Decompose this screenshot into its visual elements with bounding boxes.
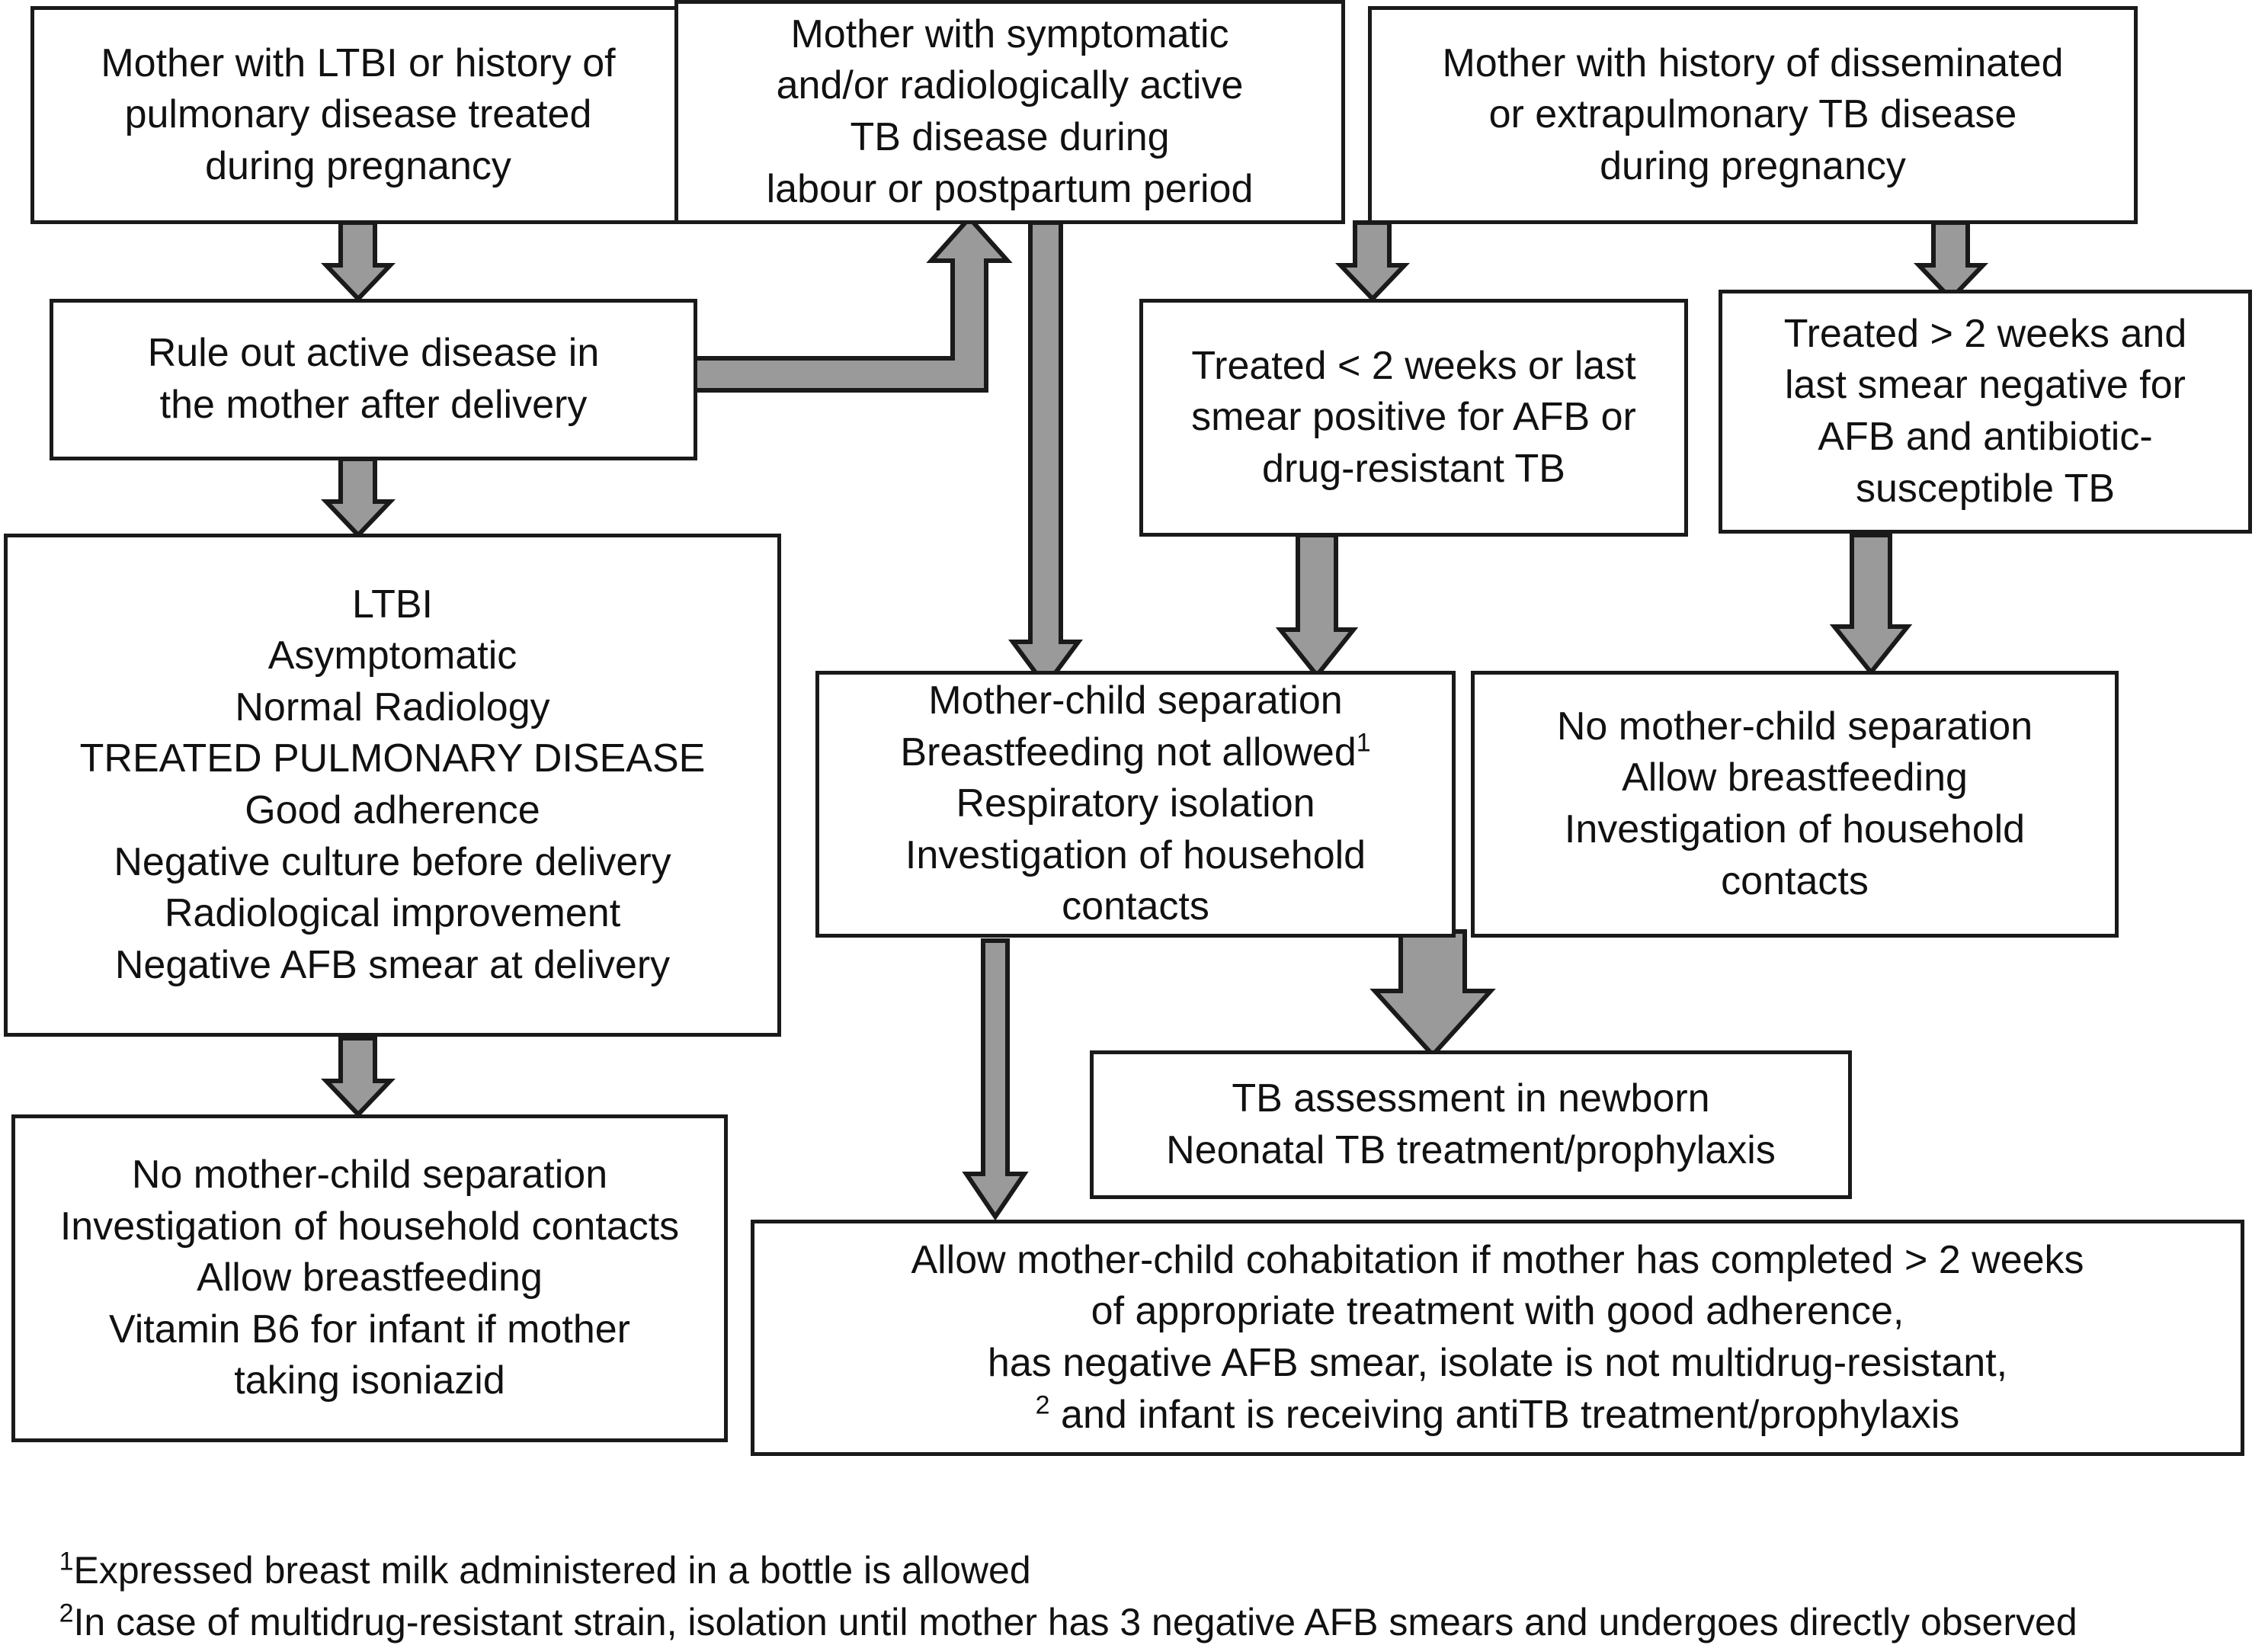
footnote-2-marker: 2 [59,1599,74,1628]
box-mother-active-tb[interactable]: Mother with symptomatic and/or radiologi… [674,0,1345,224]
cohabitation-line-2: of appropriate treatment with good adher… [1091,1289,1904,1334]
box-mother-disseminated[interactable]: Mother with history of disseminated or e… [1368,6,2138,224]
arrow-ruleout-to-criteria [320,457,396,539]
cohabitation-line-4: 2 and infant is receiving antiTB treatme… [1036,1390,1960,1441]
separation-line-2: Breastfeeding not allowed1 [900,727,1370,779]
arrow-ruleout-to-motheractive-elbow [693,214,1013,393]
arrow-criteria-to-nosep-left [320,1036,396,1118]
arrow-treatedlt2-to-separation [1275,533,1359,679]
arrow-nosepright-to-tbassessment [1369,929,1496,1059]
arrow-separation-to-cohabitation [962,938,1029,1221]
arrow-treatedgt2-to-nosep-right [1829,533,1913,676]
cohabitation-line-3: has negative AFB smear, isolate is not m… [987,1341,2008,1385]
footnote-marker-1: 1 [1356,728,1371,758]
arrow-disseminated-to-treated-lt2 [1334,220,1411,303]
box-tb-assessment-newborn[interactable]: TB assessment in newborn Neonatal TB tre… [1090,1050,1852,1199]
box-allow-cohabitation[interactable]: Allow mother-child cohabitation if mothe… [751,1220,2244,1456]
box-no-separation-left[interactable]: No mother-child separation Investigation… [11,1114,728,1442]
footnote-2-text: In case of multidrug-resistant strain, i… [73,1601,2077,1643]
footnote-2: 2In case of multidrug-resistant strain, … [17,1546,2265,1645]
separation-line-4: Investigation of household [905,832,1366,877]
footnote-2-continued: therapy with good adherence and newborn … [17,1595,2265,1645]
separation-line-2-text: Breastfeeding not allowed [900,730,1357,774]
footnote-1-text: Expressed breast milk administered in a … [73,1549,1031,1592]
footnote-marker-2: 2 [1035,1390,1050,1420]
box-ltbi-criteria[interactable]: LTBI Asymptomatic Normal Radiology TREAT… [4,534,781,1037]
separation-line-3: Respiratory isolation [956,781,1315,826]
box-mother-ltbi[interactable]: Mother with LTBI or history of pulmonary… [30,6,686,224]
footnote-1-marker: 1 [59,1547,74,1576]
arrow-motheractive-to-separation [1008,220,1083,691]
footnote-1: 1Expressed breast milk administered in a… [17,1494,2250,1645]
box-treated-more-2-weeks[interactable]: Treated > 2 weeks and last smear negativ… [1719,290,2252,534]
box-rule-out-active-disease[interactable]: Rule out active disease in the mother af… [50,299,697,460]
box-mother-child-separation[interactable]: Mother-child separation Breastfeeding no… [815,671,1456,938]
cohabitation-line-4-text: and infant is receiving antiTB treatment… [1049,1392,1960,1437]
separation-line-1: Mother-child separation [928,678,1343,723]
separation-line-5: contacts [1062,884,1209,929]
arrow-ltbi-to-ruleout [320,220,396,303]
arrow-disseminated-to-treated-gt2 [1913,220,1989,303]
box-no-separation-right[interactable]: No mother-child separation Allow breastf… [1471,671,2119,938]
cohabitation-line-1: Allow mother-child cohabitation if mothe… [911,1237,2084,1282]
box-treated-less-2-weeks[interactable]: Treated < 2 weeks or last smear positive… [1139,299,1688,537]
